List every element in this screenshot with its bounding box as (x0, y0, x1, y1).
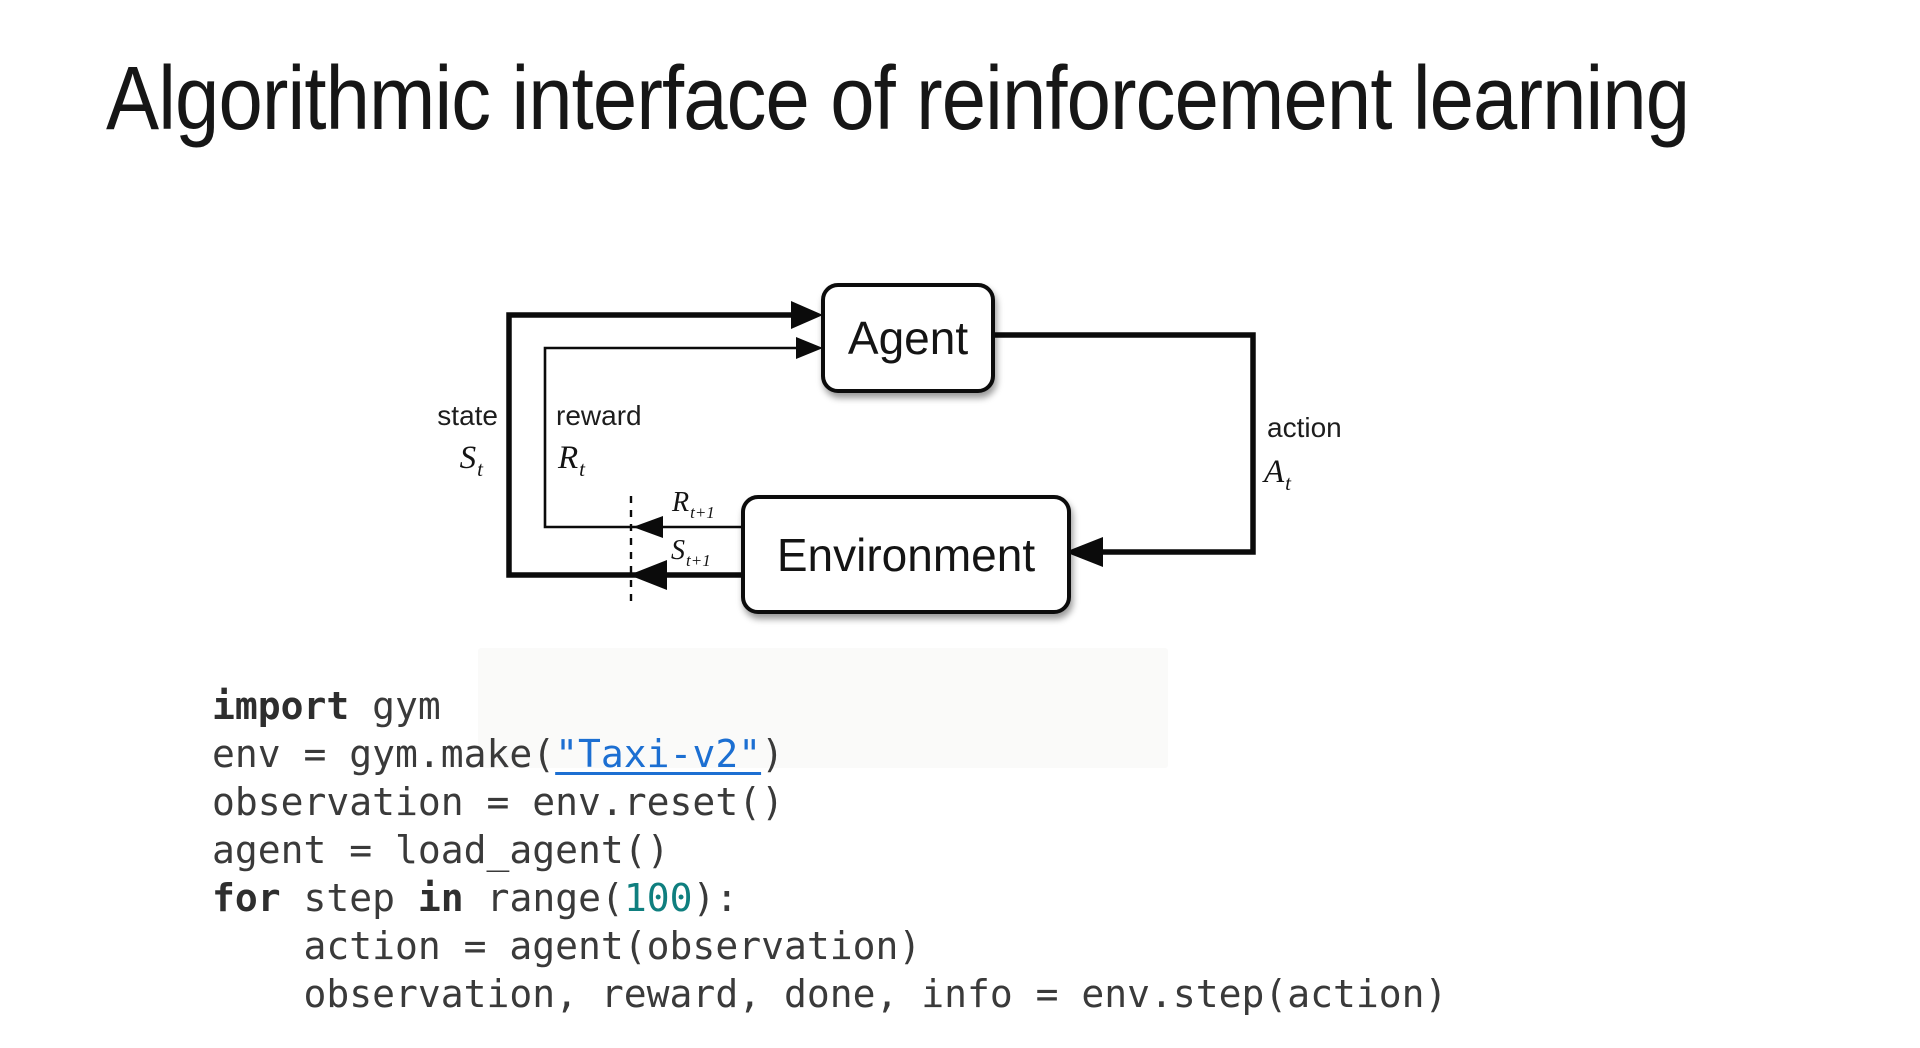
code-number: 100 (623, 876, 693, 920)
reward-label: reward (556, 400, 642, 431)
state-loop-line (506, 312, 794, 578)
code-keyword: for (212, 876, 281, 920)
arrowhead-next-reward (633, 516, 663, 538)
code-keyword: import (212, 684, 350, 728)
reward-symbol: Rt (558, 440, 586, 481)
next-reward-symbol: Rt+1 (672, 487, 715, 522)
page-title: Algorithmic interface of reinforcement l… (106, 49, 1690, 149)
code-line: env = gym.make("Taxi-v2") (212, 730, 1447, 778)
code-text: ) (761, 732, 784, 776)
code-line: agent = load_agent() (212, 826, 1447, 874)
code-text: observation = env.reset() (212, 780, 784, 824)
arrowhead-action-into-env (1065, 537, 1103, 567)
arrowhead-state-into-agent (791, 301, 823, 329)
code-text: ): (692, 876, 739, 920)
code-line: observation = env.reset() (212, 778, 1447, 826)
arrowhead-next-state (629, 560, 667, 590)
action-symbol: At (1264, 454, 1292, 495)
agent-box-label: Agent (847, 312, 969, 364)
next-state-symbol: St+1 (671, 535, 711, 570)
action-loop-line (987, 332, 1256, 555)
code-text: observation, reward, done, info = env.st… (212, 972, 1448, 1016)
arrowhead-reward-into-agent (796, 337, 823, 359)
code-text: agent = load_agent() (212, 828, 670, 872)
code-text: gym (349, 684, 441, 728)
environment-box: Environment (741, 495, 1071, 614)
state-symbol: St (459, 440, 483, 481)
taxi-v2-link[interactable]: "Taxi-v2" (555, 732, 762, 776)
code-line: observation, reward, done, info = env.st… (212, 970, 1448, 1018)
code-text: env = gym.make( (212, 732, 556, 776)
code-text: range( (463, 876, 624, 920)
code-keyword: in (417, 876, 464, 920)
action-label: action (1267, 412, 1342, 443)
code-line: action = agent(observation) (212, 922, 1447, 970)
state-label: state (437, 400, 498, 431)
code-text: action = agent(observation) (212, 924, 922, 968)
agent-box: Agent (821, 283, 995, 393)
code-text: step (280, 876, 418, 920)
code-line: for step in range(100): (212, 874, 1447, 922)
code-line: import gym (212, 682, 1447, 730)
environment-box-label: Environment (776, 528, 1036, 581)
